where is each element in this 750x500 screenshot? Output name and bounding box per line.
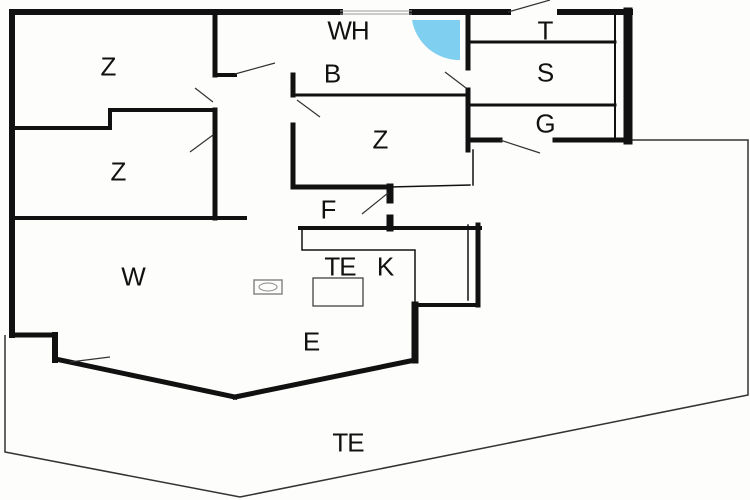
room-label-z2: Z bbox=[110, 156, 127, 187]
room-label-f: F bbox=[320, 194, 337, 225]
room-label-z3: Z bbox=[372, 124, 389, 155]
room-label-z1: Z bbox=[100, 51, 117, 82]
windows bbox=[340, 10, 412, 15]
room-label-b: B bbox=[323, 58, 341, 89]
room-label-wh: WH bbox=[327, 15, 369, 46]
room-label-w: W bbox=[121, 261, 146, 292]
room-label-te-inner: TE bbox=[324, 251, 356, 282]
room-label-t: T bbox=[537, 15, 554, 46]
room-label-g: G bbox=[535, 108, 555, 139]
stove-burner bbox=[258, 282, 278, 292]
room-label-s: S bbox=[536, 57, 554, 88]
door-swings bbox=[69, 0, 551, 363]
stove-fixture bbox=[253, 279, 283, 295]
room-label-k: K bbox=[376, 251, 394, 282]
room-label-te-terrace: TE bbox=[332, 427, 364, 458]
shower-area bbox=[412, 20, 460, 61]
room-label-e: E bbox=[302, 326, 320, 357]
walls bbox=[9, 7, 633, 400]
terrace-outline bbox=[4, 139, 749, 498]
table-fixture bbox=[312, 277, 364, 307]
